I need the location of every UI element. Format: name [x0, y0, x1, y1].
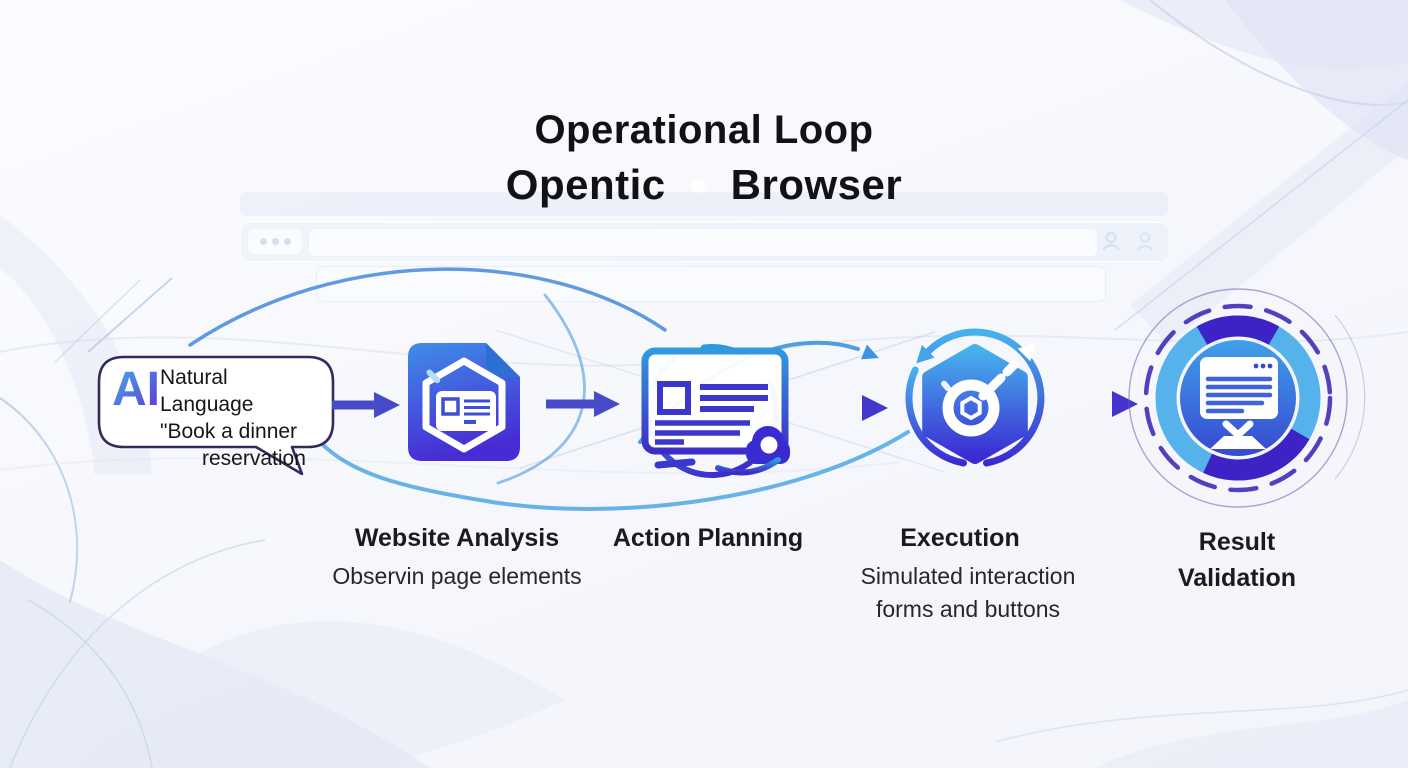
window-control-dots — [248, 229, 302, 254]
user-icon — [1136, 232, 1154, 251]
step-title-website-analysis: Website Analysis — [354, 524, 560, 552]
browser-tab-strip — [240, 192, 1168, 216]
ai-label: AI — [112, 363, 160, 416]
step-title-execution: Execution — [900, 524, 1020, 552]
title-separator-dot — [691, 178, 705, 192]
browser-window-lock-icon — [641, 344, 790, 478]
bubble-line1: Natural Language — [160, 366, 254, 416]
speech-bubble-text: Natural Language "Book a dinner reservat… — [160, 364, 320, 472]
step-subtitle-website-analysis: Observin page elements — [332, 563, 582, 589]
arrow-icon — [332, 392, 400, 418]
window-dot — [271, 238, 279, 245]
title-word2: Browser — [730, 161, 903, 208]
title-word1: Opentic — [505, 161, 666, 208]
step-subtitle-line1: Simulated interaction — [860, 563, 1076, 589]
document-hexagon-icon — [408, 343, 520, 461]
monitor-validation-circle-icon — [1128, 288, 1348, 508]
window-dot — [259, 238, 267, 245]
target-hexagon-loop-icon — [905, 328, 1045, 467]
arrow-icon — [1062, 391, 1138, 417]
step-title-line2: Validation — [1177, 564, 1297, 592]
step-title-action-planning: Action Planning — [612, 524, 804, 552]
title-line2: Opentic Browser — [0, 161, 1408, 209]
url-field — [308, 228, 1098, 257]
browser-secondary-bar — [316, 266, 1106, 302]
diagram-title: Operational Loop Opentic Browser — [0, 108, 1408, 209]
bubble-line3: reservation — [202, 447, 306, 470]
speech-bubble — [97, 355, 335, 476]
voice-search-icon — [1102, 231, 1120, 251]
arrow-icon — [812, 395, 888, 421]
step-subtitle-line2: forms and buttons — [875, 596, 1061, 622]
step-subtitle-execution: Simulated interaction forms and buttons — [818, 560, 1118, 626]
arrow-icon — [546, 391, 620, 417]
window-dot — [283, 238, 291, 245]
title-line1: Operational Loop — [534, 108, 874, 152]
bubble-line2: "Book a dinner — [160, 420, 298, 443]
step-title-line1: Result — [1198, 528, 1276, 556]
step-title-result-validation: Result Validation — [1117, 524, 1357, 596]
